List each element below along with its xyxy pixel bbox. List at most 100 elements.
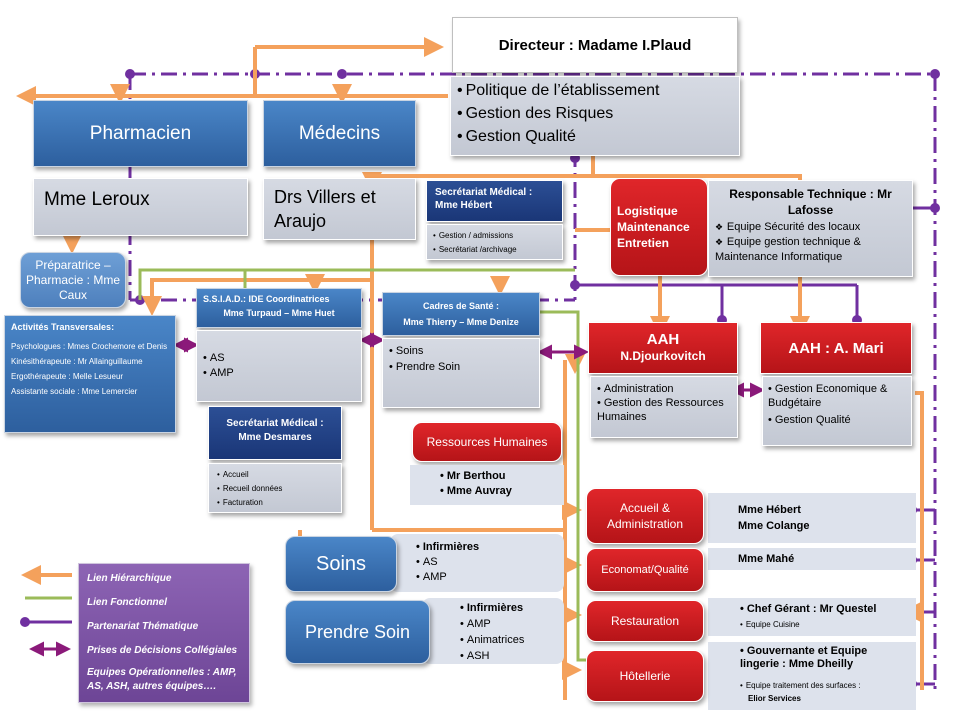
service-hotellerie-title: Hôtellerie <box>619 669 671 683</box>
prendre-soin-item: Infirmières <box>460 600 526 616</box>
activites-line: Assistante sociale : Mme Lemercier <box>11 387 138 396</box>
director-title: Directeur : Madame I.Plaud <box>498 36 692 54</box>
aah-1-item: Administration <box>597 382 731 396</box>
aah-2-item: Gestion Qualité <box>768 413 906 427</box>
prendre-soin-item: AMP <box>460 616 526 632</box>
cadres-item: Prendre Soin <box>389 359 533 375</box>
prendre-soin-members: InfirmièresAMPAnimatricesASH <box>422 598 564 664</box>
legend-footer: Equipes Opérationnelles : AMP, AS, ASH, … <box>87 667 237 692</box>
director-title-box: Directeur : Madame I.Plaud <box>452 17 738 73</box>
cadres-box: Cadres de Santé : Mme Thierry – Mme Deni… <box>382 292 540 336</box>
medecins-box: Médecins <box>263 100 416 167</box>
secretariat-medical-1-title: Secrétariat Médical : Mme Hébert <box>435 187 533 211</box>
service-accueil-title: Accueil & Administration <box>606 501 684 531</box>
service-accueil-line: Mme Hébert <box>738 504 801 516</box>
service-economat-title: Economat/Qualité <box>601 564 689 576</box>
soins-item: AS <box>416 555 538 570</box>
prendre-soin-box: Prendre Soin <box>285 600 430 664</box>
soins-members: InfirmièresASAMP <box>390 534 564 592</box>
medecins-name-box: Drs Villers et Araujo <box>263 178 416 240</box>
secretariat-item: Gestion / admissions <box>433 229 556 243</box>
secretariat-medical-2-title: Secrétariat Médical : Mme Desmares <box>226 418 324 443</box>
legend-partenariat: Partenariat Thématique <box>87 620 199 632</box>
hierarchy-lines <box>16 37 924 700</box>
service-hotellerie-detail: Gouvernante et Equipe lingerie : Mme Dhe… <box>708 642 916 710</box>
service-economat-detail: Mme Mahé <box>708 548 916 570</box>
service-restauration-line: Chef Gérant : Mr Questel <box>740 602 884 617</box>
secretariat-2-item: Recueil données <box>217 482 333 496</box>
activites-line: Psychologues : Mmes Crochemore et Denis <box>11 342 168 351</box>
rh-title: Ressources Humaines <box>426 435 548 449</box>
secretariat-medical-2-box: Secrétariat Médical : Mme Desmares <box>208 406 342 460</box>
responsable-technique-box: Responsable Technique : Mr Lafosse Equip… <box>708 180 913 277</box>
rh-box: Ressources Humaines <box>412 422 562 462</box>
legend-box: Lien Hiérarchique Lien Fonctionnel Parte… <box>78 563 250 703</box>
responsable-technique-item: Equipe gestion technique & Maintenance I… <box>715 235 906 265</box>
ssiad-title: S.S.I.A.D.: IDE Coordinatrices <box>203 294 330 304</box>
legend-fonctionnel: Lien Fonctionnel <box>87 596 167 608</box>
ssiad-item: AMP <box>203 366 355 381</box>
service-economat-box: Economat/Qualité <box>586 548 704 592</box>
pharmacien-title: Pharmacien <box>89 122 192 144</box>
soins-item: AMP <box>416 570 538 585</box>
secretariat-medical-2-tasks: AccueilRecueil donnéesFacturation <box>208 463 342 513</box>
logistique-box: Logistique Maintenance Entretien <box>610 178 708 276</box>
medecins-name: Drs Villers et Araujo <box>274 187 376 231</box>
cadres-item: Soins <box>389 343 533 359</box>
service-hotellerie-line: Elior Services <box>748 694 801 703</box>
soins-item: Infirmières <box>416 540 538 555</box>
director-item: Gestion des Risques <box>457 102 733 125</box>
aah-1-title: AAH <box>646 331 680 348</box>
preparatrice-text: Préparatrice – Pharmacie : Mme Caux <box>25 257 121 302</box>
secretariat-item: Secrétariat /archivage <box>433 243 556 257</box>
director-missions: Politique de l’établissementGestion des … <box>450 76 740 156</box>
service-hotellerie-box: Hôtellerie <box>586 650 704 702</box>
logistique-title: Logistique Maintenance Entretien <box>617 204 690 250</box>
rh-members: Mr BerthouMme Auvray <box>410 465 564 505</box>
prendre-soin-title: Prendre Soin <box>304 621 411 642</box>
medecins-title: Médecins <box>298 122 381 144</box>
cadres-title: Cadres de Santé : <box>422 301 500 311</box>
prendre-soin-item: Animatrices <box>460 632 526 648</box>
aah-1-box: AAH N.Djourkovitch <box>588 322 738 374</box>
aah-2-tasks: Gestion Economique & BudgétaireGestion Q… <box>762 376 912 446</box>
service-restauration-detail: Chef Gérant : Mr QuestelEquipe Cuisine <box>708 598 916 636</box>
pharmacien-name: Mme Leroux <box>44 189 150 210</box>
secretariat-medical-1-box: Secrétariat Médical : Mme Hébert <box>426 180 563 222</box>
legend-hierarchique: Lien Hiérarchique <box>87 572 172 584</box>
service-accueil-detail: Mme Hébert Mme Colange <box>708 493 916 543</box>
service-hotellerie-line: Gouvernante et Equipe lingerie : Mme Dhe… <box>740 645 884 671</box>
activites-line: Kinésithérapeute : Mr Allainguillaume <box>11 357 143 366</box>
ssiad-tasks: ASAMP <box>196 330 362 402</box>
functional-lines <box>138 268 588 662</box>
service-restauration-title: Restauration <box>610 614 680 628</box>
aah-2-item: Gestion Economique & Budgétaire <box>768 382 906 410</box>
service-restauration-box: Restauration <box>586 600 704 642</box>
activites-box: Activités Transversales: Psychologues : … <box>4 315 176 433</box>
responsable-technique-title: Responsable Technique : Mr Lafosse <box>729 187 892 217</box>
aah-1-name: N.Djourkovitch <box>620 349 706 363</box>
soins-title: Soins <box>315 552 367 575</box>
aah-1-tasks: AdministrationGestion des Ressources Hum… <box>590 376 738 438</box>
pharmacien-box: Pharmacien <box>33 100 248 167</box>
aah-2-box: AAH : A. Mari <box>760 322 912 374</box>
service-economat-line: Mme Mahé <box>738 553 795 565</box>
pharmacien-name-box: Mme Leroux <box>33 178 248 236</box>
aah-2-title: AAH : A. Mari <box>788 339 884 357</box>
soins-box: Soins <box>285 536 397 592</box>
service-accueil-line: Mme Colange <box>738 520 810 532</box>
ssiad-box: S.S.I.A.D.: IDE Coordinatrices Mme Turpa… <box>196 288 362 328</box>
ssiad-names: Mme Turpaud – Mme Huet <box>223 308 335 318</box>
cadres-names: Mme Thierry – Mme Denize <box>403 317 519 327</box>
service-hotellerie-line: Equipe traitement des surfaces : <box>740 679 884 692</box>
aah-1-item: Gestion des Ressources Humaines <box>597 396 731 424</box>
prendre-soin-item: ASH <box>460 648 526 664</box>
activites-line: Ergothérapeute : Melle Lesueur <box>11 372 124 381</box>
rh-item: Mr Berthou <box>440 469 534 484</box>
cadres-tasks: SoinsPrendre Soin <box>382 338 540 408</box>
director-item: Politique de l’établissement <box>457 79 733 102</box>
responsable-technique-item: Equipe Sécurité des locaux <box>715 220 906 235</box>
secretariat-2-item: Facturation <box>217 496 333 510</box>
service-accueil-box: Accueil & Administration <box>586 488 704 544</box>
preparatrice-box: Préparatrice – Pharmacie : Mme Caux <box>20 252 126 308</box>
